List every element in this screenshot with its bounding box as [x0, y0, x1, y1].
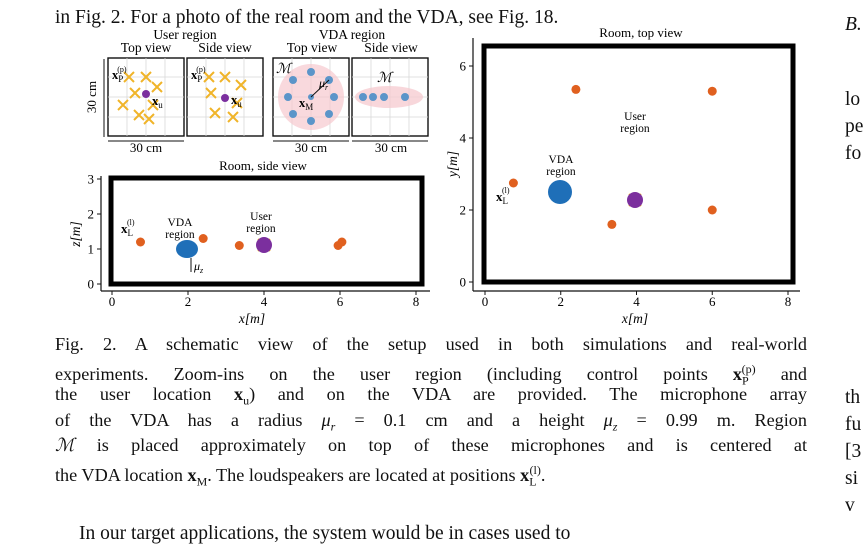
- xl-label: xL(l): [121, 218, 135, 238]
- vda-marker: [548, 180, 572, 204]
- loudspeaker-point: [571, 84, 581, 94]
- thirty-cm-label: 30 cm: [130, 140, 162, 155]
- loudspeaker-point: [136, 237, 145, 247]
- right-col-line: si: [845, 468, 859, 489]
- top-view-chart: Room, top view 0 2 4 6 8 0 2 4 6 VDA region User…: [445, 25, 800, 326]
- caption-line: the VDA location xM. The loudspeakers ar…: [55, 462, 546, 489]
- x-tick-label: 6: [337, 294, 344, 309]
- x-tick-label: 2: [185, 294, 192, 309]
- xu-label: xu: [152, 94, 163, 110]
- vda-region-title: VDA region: [319, 27, 386, 42]
- x-tick-label: 8: [413, 294, 420, 309]
- user-location-dot: [142, 90, 150, 98]
- x-tick-label: 0: [109, 294, 116, 309]
- x-tick-label: 6: [709, 294, 716, 309]
- y-axis-label: z[m]: [68, 221, 83, 248]
- loudspeaker-point: [508, 178, 518, 188]
- user-marker: [627, 192, 643, 208]
- user-side-view-panel: xP(p) xu: [186, 57, 264, 137]
- user-label: User: [250, 211, 272, 223]
- y-tick-label: 1: [88, 242, 95, 257]
- vda-label: region: [546, 166, 576, 178]
- thirty-cm-label: 30 cm: [295, 140, 327, 155]
- mu-z-label: μz: [193, 259, 204, 275]
- vda-label: VDA: [549, 154, 575, 166]
- xp-label: xP(p): [112, 65, 127, 84]
- user-region-title: User region: [153, 27, 217, 42]
- right-col-line: pe: [845, 116, 863, 137]
- room-boundary: [108, 175, 425, 287]
- svg-text:xu: xu: [231, 93, 242, 109]
- user-label: region: [620, 123, 650, 135]
- next-paragraph: In our target applications, the system w…: [79, 523, 571, 544]
- right-col-line: fo: [845, 143, 862, 164]
- y-tick-label: 6: [460, 59, 467, 74]
- vda-label: region: [165, 229, 195, 241]
- x-tick-label: 4: [633, 294, 640, 309]
- right-col-line: fu: [845, 414, 862, 435]
- mu-r-label: μr: [318, 76, 329, 92]
- room-boundary: [481, 43, 796, 285]
- y-tick-label: 4: [460, 131, 467, 146]
- x-axis-label: x[m]: [238, 311, 265, 326]
- loudspeaker-point: [707, 86, 717, 96]
- side-view-label: Side view: [364, 40, 418, 55]
- user-label: region: [246, 223, 276, 235]
- svg-text:xP(p): xP(p): [191, 65, 206, 84]
- vda-top-view-panel: ℳ μr xM: [272, 57, 350, 137]
- y-tick-label: 0: [88, 277, 95, 292]
- loudspeaker-point: [707, 205, 717, 215]
- x-tick-label: 2: [558, 294, 565, 309]
- x-tick-label: 8: [785, 294, 792, 309]
- right-col-line: [3: [845, 441, 862, 462]
- caption-line: Fig. 2. A schematic view of the setup us…: [55, 334, 807, 354]
- chart-title: Room, top view: [599, 25, 683, 40]
- top-view-label: Top view: [121, 40, 172, 55]
- side-view-label: Side view: [198, 40, 252, 55]
- caption-line: the user location xu) and on the VDA are…: [55, 384, 807, 409]
- y-axis-label: y[m]: [445, 151, 460, 179]
- xl-label: xL(l): [496, 186, 510, 206]
- caption-line: experiments. Zoom-ins on the user region…: [55, 362, 807, 388]
- control-points: [117, 71, 163, 125]
- x-axis-label: x[m]: [621, 311, 648, 326]
- vda-marker: [176, 240, 198, 258]
- x-tick-label: 4: [261, 294, 268, 309]
- top-view-label: Top view: [287, 40, 338, 55]
- figure-2: User region VDA region Top view Side vie…: [68, 25, 800, 326]
- vda-label: VDA: [168, 217, 194, 229]
- right-col-line: th: [845, 387, 861, 408]
- y-tick-label: 3: [88, 172, 95, 187]
- section-heading-fragment: B.: [845, 14, 862, 35]
- loudspeaker-point: [607, 219, 617, 229]
- loudspeaker-point: [234, 241, 244, 250]
- y-tick-label: 0: [460, 275, 467, 290]
- x-tick-label: 0: [482, 294, 489, 309]
- user-marker: [256, 237, 272, 253]
- chart-title: Room, side view: [219, 158, 307, 173]
- right-col-line: lo: [845, 89, 861, 110]
- thirty-cm-vertical: 30 cm: [84, 81, 99, 113]
- caption-line: ℳ is placed approximately on top of thes…: [55, 434, 807, 455]
- y-tick-label: 2: [460, 203, 467, 218]
- y-tick-label: 2: [88, 207, 95, 222]
- user-top-view-panel: xP(p) xu: [107, 57, 185, 137]
- loudspeaker-point: [337, 237, 347, 247]
- svg-text:ℳ: ℳ: [377, 71, 394, 86]
- user-label: User: [624, 111, 646, 123]
- thirty-cm-label: 30 cm: [375, 140, 407, 155]
- right-col-line: v: [845, 495, 855, 516]
- caption-line: of the VDA has a radius μr = 0.1 cm and …: [55, 409, 807, 434]
- vda-side-view-panel: ℳ: [351, 57, 429, 137]
- M-label: ℳ: [276, 62, 293, 77]
- loudspeaker-point: [198, 234, 208, 243]
- preceding-text-line: in Fig. 2. For a photo of the real room …: [55, 7, 559, 28]
- figure-caption: Fig. 2. A schematic view of the setup us…: [55, 332, 807, 489]
